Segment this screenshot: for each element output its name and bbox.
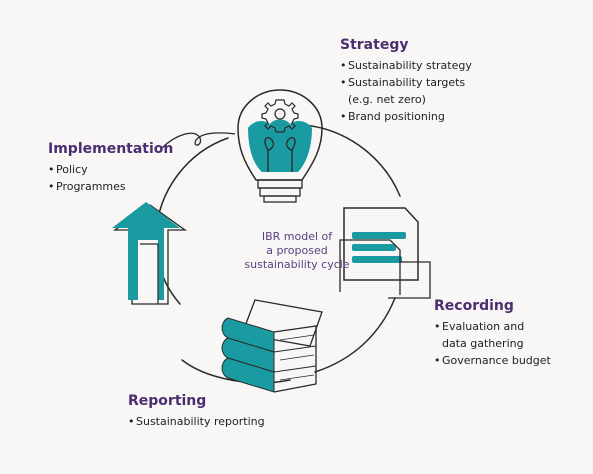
strategy-item: •Sustainability targets bbox=[340, 76, 466, 89]
up-arrow-icon bbox=[112, 202, 188, 305]
recording-item: •Governance budget bbox=[434, 354, 551, 367]
implementation-block: Implementation •Policy •Programmes bbox=[48, 140, 173, 195]
books-stack-icon bbox=[221, 299, 323, 393]
implementation-heading: Implementation bbox=[48, 141, 174, 157]
reporting-item: •Sustainability reporting bbox=[128, 415, 265, 428]
strategy-heading: Strategy bbox=[340, 37, 409, 53]
center-label-line-2: a proposed bbox=[266, 244, 328, 257]
strategy-block: Strategy •Sustainability strategy •Susta… bbox=[340, 36, 472, 125]
recording-item: •Evaluation and bbox=[434, 320, 525, 333]
implementation-item: •Programmes bbox=[48, 180, 126, 193]
center-label-line-3: sustainability cycle bbox=[244, 258, 350, 271]
center-label: IBR model of a proposed sustainability c… bbox=[238, 230, 356, 272]
center-label-line-1: IBR model of bbox=[261, 230, 333, 243]
cycle-loop bbox=[155, 124, 401, 384]
strategy-item: •Sustainability strategy bbox=[340, 59, 472, 72]
reporting-block: Reporting •Sustainability reporting bbox=[128, 392, 265, 430]
strategy-item-continued: (e.g. net zero) bbox=[348, 93, 426, 106]
recording-block: Recording •Evaluation and data gathering… bbox=[434, 297, 551, 369]
strategy-item: •Brand positioning bbox=[340, 110, 445, 123]
document-folder-icon bbox=[339, 207, 431, 299]
recording-item-continued: data gathering bbox=[442, 337, 524, 350]
recording-heading: Recording bbox=[434, 298, 514, 314]
implementation-item: •Policy bbox=[48, 163, 88, 176]
reporting-heading: Reporting bbox=[128, 393, 207, 409]
wire-curl bbox=[161, 132, 236, 149]
lightbulb-gear-icon bbox=[237, 89, 323, 203]
